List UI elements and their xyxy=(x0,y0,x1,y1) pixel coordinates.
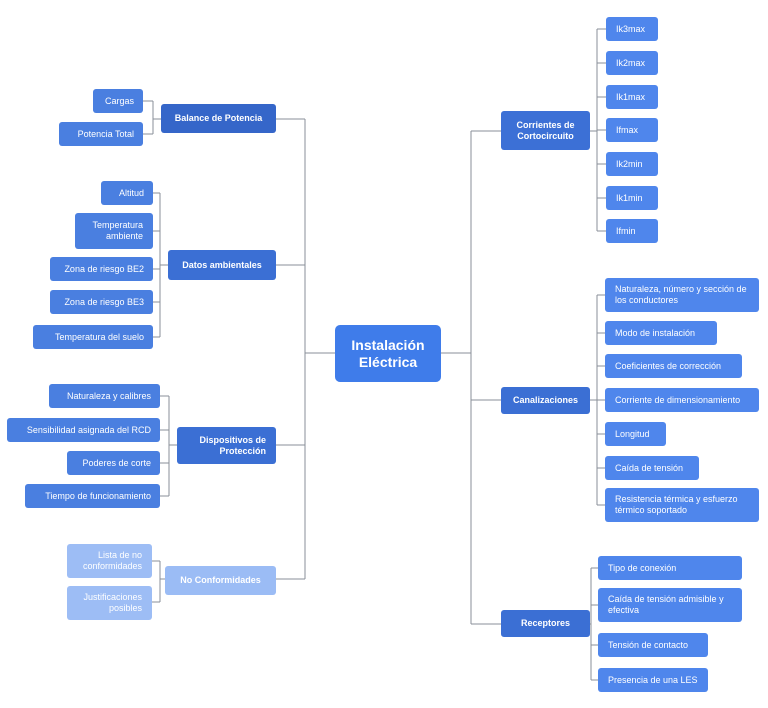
leaf-ik3max[interactable]: Ik3max xyxy=(606,17,658,41)
leaf-ifmax[interactable]: Ifmax xyxy=(606,118,658,142)
connector-proteccion-leaves xyxy=(160,395,177,497)
connector-corrientes-leaves xyxy=(590,28,606,232)
leaf-naturaleza-y-calibres[interactable]: Naturaleza y calibres xyxy=(49,384,160,408)
leaf-longitud[interactable]: Longitud xyxy=(605,422,666,446)
leaf-tension-de-contacto[interactable]: Tensión de contacto xyxy=(598,633,708,657)
branch-no-conformidades[interactable]: No Conformidades xyxy=(165,566,276,595)
leaf-tipo-de-conexion[interactable]: Tipo de conexión xyxy=(598,556,742,580)
branch-receptores[interactable]: Receptores xyxy=(501,610,590,637)
connector-noconf-leaves xyxy=(152,560,165,603)
leaf-modo-de-instalacion[interactable]: Modo de instalación xyxy=(605,321,717,345)
leaf-caida-de-tension[interactable]: Caída de tensión xyxy=(605,456,699,480)
connector-canalizaciones-leaves xyxy=(590,294,605,506)
leaf-tiempo-de-funcionamiento[interactable]: Tiempo de funcionamiento xyxy=(25,484,160,508)
leaf-presencia-de-una-les[interactable]: Presencia de una LES xyxy=(598,668,708,692)
leaf-lista-de-no-conformidades[interactable]: Lista de no conformidades xyxy=(67,544,152,578)
connector-ambientales-leaves xyxy=(153,192,168,338)
leaf-resistencia-termica[interactable]: Resistencia térmica y esfuerzo térmico s… xyxy=(605,488,759,522)
leaf-cargas[interactable]: Cargas xyxy=(93,89,143,113)
leaf-ifmin[interactable]: Ifmin xyxy=(606,219,658,243)
branch-datos-ambientales[interactable]: Datos ambientales xyxy=(168,250,276,280)
leaf-ik1min[interactable]: Ik1min xyxy=(606,186,658,210)
leaf-temperatura-ambiente[interactable]: Temperatura ambiente xyxy=(75,213,153,249)
connector-receptores-leaves xyxy=(590,567,598,681)
branch-canalizaciones[interactable]: Canalizaciones xyxy=(501,387,590,414)
leaf-naturaleza-numero-seccion[interactable]: Naturaleza, número y sección de los cond… xyxy=(605,278,759,312)
leaf-zona-de-riesgo-be3[interactable]: Zona de riesgo BE3 xyxy=(50,290,153,314)
leaf-potencia-total[interactable]: Potencia Total xyxy=(59,122,143,146)
leaf-ik2min[interactable]: Ik2min xyxy=(606,152,658,176)
leaf-corriente-de-dimensionamiento[interactable]: Corriente de dimensionamiento xyxy=(605,388,759,412)
branch-balance-de-potencia[interactable]: Balance de Potencia xyxy=(161,104,276,133)
branch-corrientes-de-cortocircuito[interactable]: Corrientes de Cortocircuito xyxy=(501,111,590,150)
leaf-justificaciones-posibles[interactable]: Justificaciones posibles xyxy=(67,586,152,620)
leaf-poderes-de-corte[interactable]: Poderes de corte xyxy=(67,451,160,475)
leaf-caida-de-tension-admisible[interactable]: Caída de tensión admisible y efectiva xyxy=(598,588,742,622)
leaf-ik1max[interactable]: Ik1max xyxy=(606,85,658,109)
leaf-temperatura-del-suelo[interactable]: Temperatura del suelo xyxy=(33,325,153,349)
branch-dispositivos-de-proteccion[interactable]: Dispositivos de Protección xyxy=(177,427,276,464)
leaf-sensibilidad-asignada-rcd[interactable]: Sensibilidad asignada del RCD xyxy=(7,418,160,442)
leaf-zona-de-riesgo-be2[interactable]: Zona de riesgo BE2 xyxy=(50,257,153,281)
leaf-altitud[interactable]: Altitud xyxy=(101,181,153,205)
leaf-coeficientes-de-correccion[interactable]: Coeficientes de corrección xyxy=(605,354,742,378)
connector-balance-leaves xyxy=(143,100,161,135)
leaf-ik2max[interactable]: Ik2max xyxy=(606,51,658,75)
root-node[interactable]: Instalación Eléctrica xyxy=(335,325,441,382)
